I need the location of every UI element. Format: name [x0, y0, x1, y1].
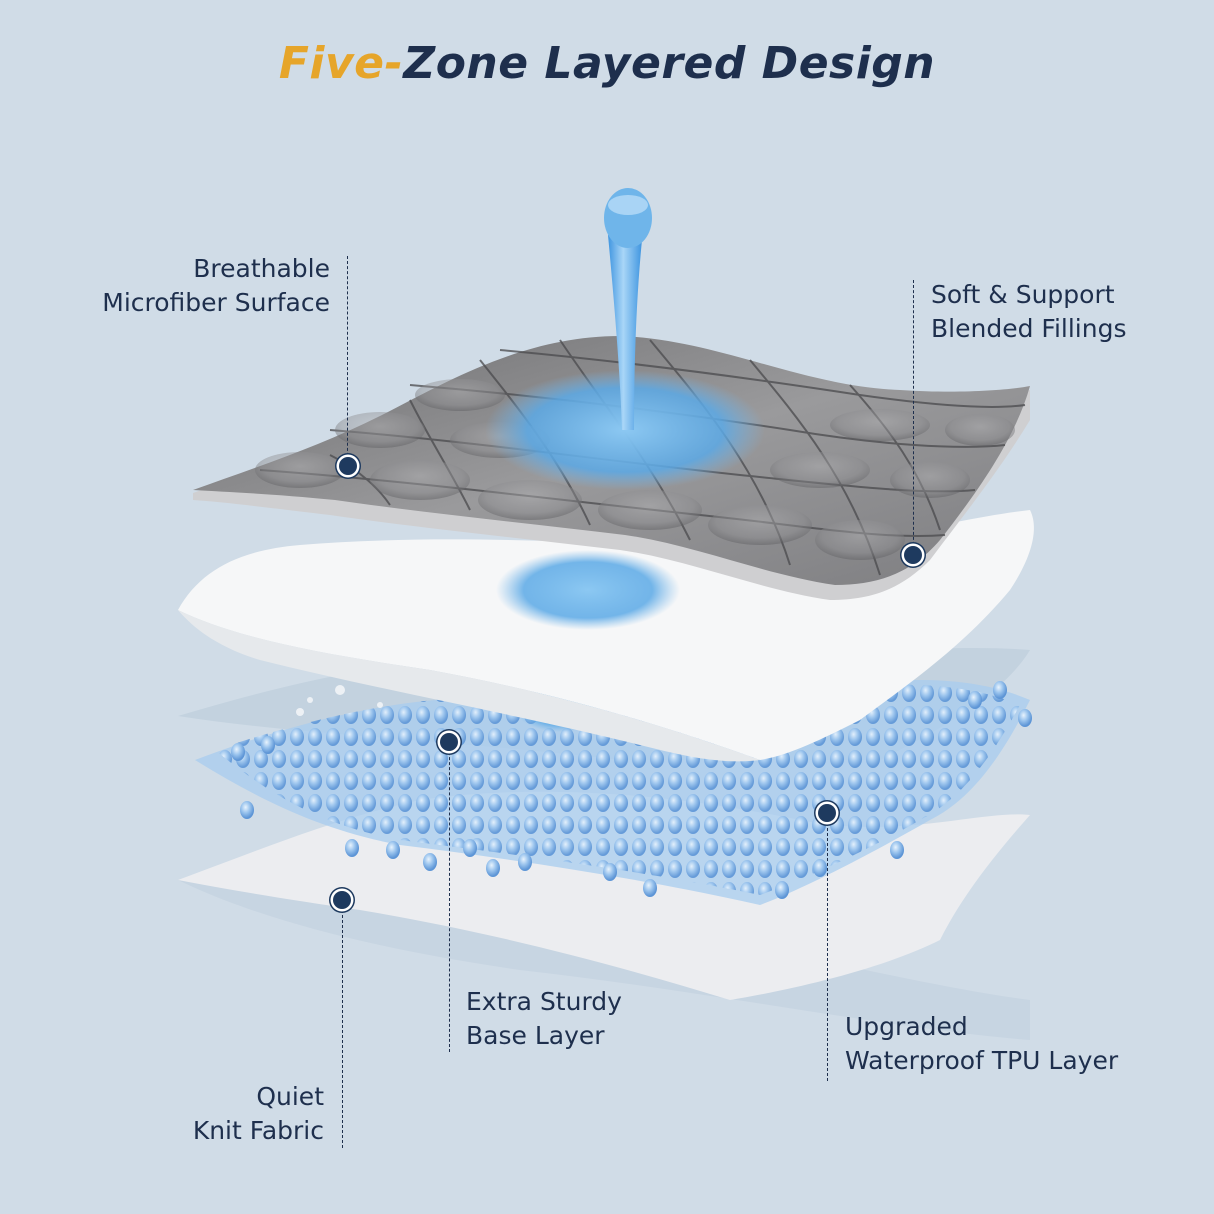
callout-line: Waterproof TPU Layer: [845, 1046, 1119, 1075]
leader-line-tpu: [827, 813, 828, 1081]
callout-line: Microfiber Surface: [102, 288, 330, 317]
leader-line-base: [449, 742, 450, 1052]
callout-upgraded-waterproof-tpu-layer: Upgraded Waterproof TPU Layer: [845, 1010, 1118, 1078]
callout-soft-support-blended-fillings: Soft & Support Blended Fillings: [931, 278, 1126, 346]
callout-line: Knit Fabric: [192, 1116, 324, 1145]
marker-breathable: [339, 457, 357, 475]
title-accent: Five-: [278, 38, 404, 89]
page-title: Five-Zone Layered Design: [0, 38, 1214, 89]
callout-line: Breathable: [193, 254, 330, 283]
callout-line: Extra Sturdy: [466, 987, 622, 1016]
marker-knit: [333, 891, 351, 909]
marker-fillings: [904, 546, 922, 564]
callout-breathable-microfiber-surface: Breathable Microfiber Surface: [102, 252, 330, 320]
quilt-cushions: [255, 379, 1015, 560]
water-stream: [608, 235, 642, 430]
callout-line: Base Layer: [466, 1021, 605, 1050]
title-main: Zone Layered Design: [403, 38, 936, 89]
callout-line: Quiet: [256, 1082, 324, 1111]
leader-line-knit: [342, 900, 343, 1148]
callout-quiet-knit-fabric: Quiet Knit Fabric: [193, 1080, 324, 1148]
marker-tpu: [818, 804, 836, 822]
callout-line: Soft & Support: [931, 280, 1115, 309]
callout-line: Upgraded: [845, 1012, 968, 1041]
water-absorbed: [496, 550, 680, 630]
marker-base: [440, 733, 458, 751]
leader-line-breathable: [347, 256, 348, 466]
leader-line-fillings: [913, 280, 914, 555]
callout-extra-sturdy-base-layer: Extra Sturdy Base Layer: [466, 985, 622, 1053]
callout-line: Blended Fillings: [931, 314, 1127, 343]
loose-bubbles: [231, 681, 1032, 899]
